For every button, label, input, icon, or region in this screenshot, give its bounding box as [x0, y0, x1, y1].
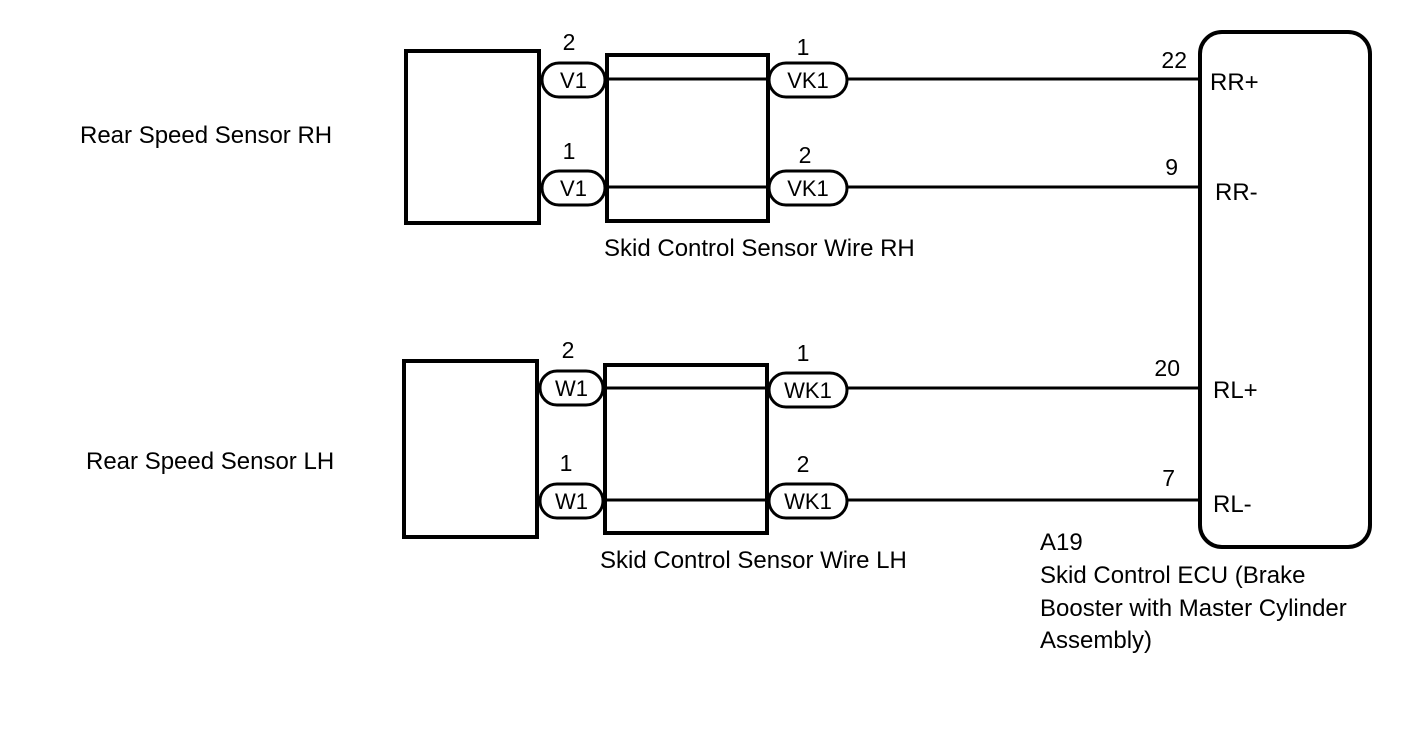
connector-oval: [538, 482, 605, 520]
connector-oval: [540, 61, 607, 99]
ecu-pin-number: 20: [1154, 355, 1180, 381]
skid-control-sensor-wire-rh-box: [605, 53, 770, 223]
wire-pin-number: 2: [799, 142, 812, 168]
sensor-pin-number: 1: [563, 138, 576, 164]
sensor-connector-label: W1: [555, 489, 588, 514]
wire-connector-label: WK1: [784, 489, 832, 514]
connector-oval: [767, 169, 849, 207]
ecu-name-line-2: Booster with Master Cylinder: [1040, 595, 1347, 622]
connector-oval: [767, 61, 849, 99]
sensor-pin-number: 2: [563, 29, 576, 55]
rear-speed-sensor-lh-box: [402, 359, 539, 539]
ecu-name-line-1: Skid Control ECU (Brake: [1040, 562, 1305, 589]
ecu-name-line-3: Assembly): [1040, 627, 1152, 654]
circuit-rr-minus: V1 1 VK1 2 9 RR-: [540, 138, 1258, 207]
sensor-connector-label: V1: [560, 68, 587, 93]
circuit-rr-plus: V1 2 VK1 1 22 RR+: [540, 29, 1259, 99]
sensor-connector-label: V1: [560, 176, 587, 201]
skid-control-sensor-wire-lh-box: [603, 363, 769, 535]
wire-connector-label: VK1: [787, 176, 829, 201]
skid-control-sensor-wire-rh-label: Skid Control Sensor Wire RH: [604, 235, 915, 262]
ecu-terminal-label: RL+: [1213, 377, 1258, 404]
ecu-pin-number: 22: [1161, 47, 1187, 73]
sensor-pin-number: 2: [562, 337, 575, 363]
rear-speed-sensor-lh-label: Rear Speed Sensor LH: [86, 448, 334, 475]
ecu-pin-number: 9: [1165, 154, 1178, 180]
ecu-pin-number: 7: [1162, 465, 1175, 491]
skid-control-ecu-box: [1198, 30, 1372, 549]
wire-connector-label: WK1: [784, 378, 832, 403]
rear-speed-sensor-rh-label: Rear Speed Sensor RH: [80, 122, 332, 149]
skid-control-sensor-wire-lh-label: Skid Control Sensor Wire LH: [600, 547, 907, 574]
sensor-connector-label: W1: [555, 376, 588, 401]
connector-oval: [540, 169, 607, 207]
wire-pin-number: 2: [797, 451, 810, 477]
wire-pin-number: 1: [797, 34, 810, 60]
ecu-terminal-label: RR+: [1210, 69, 1259, 96]
wire-connector-label: VK1: [787, 68, 829, 93]
connector-oval: [767, 371, 849, 409]
ecu-code: A19: [1040, 529, 1083, 556]
sensor-pin-number: 1: [560, 450, 573, 476]
ecu-terminal-label: RL-: [1213, 491, 1252, 518]
ecu-terminal-label: RR-: [1215, 179, 1258, 206]
rear-speed-sensor-rh-box: [404, 49, 541, 225]
circuit-rl-plus: W1 2 WK1 1 20 RL+: [538, 337, 1258, 409]
wire-pin-number: 1: [797, 340, 810, 366]
circuit-rl-minus: W1 1 WK1 2 7 RL-: [538, 450, 1252, 520]
connector-oval: [538, 369, 605, 407]
connector-oval: [767, 482, 849, 520]
